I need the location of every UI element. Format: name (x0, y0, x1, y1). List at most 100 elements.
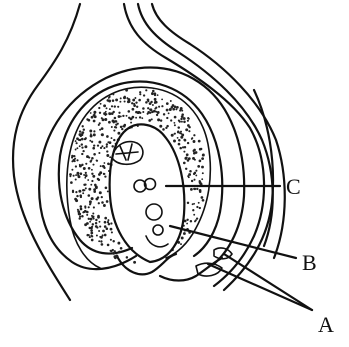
stipple-dot (108, 97, 110, 99)
label-b: B (302, 250, 317, 275)
stipple-dot (104, 225, 107, 228)
stipple-dot (92, 223, 94, 225)
stipple-dot (88, 234, 90, 236)
stipple-dot (88, 194, 91, 197)
stipple-dot (181, 121, 183, 123)
stipple-dot (96, 235, 98, 237)
stipple-dot (81, 143, 83, 145)
stipple-dot (90, 159, 92, 161)
stipple-dot (89, 130, 92, 133)
stipple-dot (82, 150, 84, 152)
stipple-dot (202, 172, 204, 174)
stipple-dot (181, 113, 184, 116)
stipple-dot (93, 218, 95, 220)
leader-line-a-upper (208, 264, 312, 310)
stipple-dot (110, 228, 113, 231)
stipple-dot (95, 222, 97, 224)
stipple-dot (114, 126, 116, 128)
stipple-dot (103, 173, 105, 175)
stipple-dot (157, 118, 160, 121)
stipple-dot (81, 153, 83, 155)
stipple-dot (139, 99, 141, 101)
stipple-dot (75, 191, 77, 193)
stipple-dot (73, 175, 75, 177)
stipple-dot (118, 112, 120, 114)
stipple-dot (151, 92, 153, 94)
stipple-dot (78, 175, 81, 178)
stipple-dot (161, 105, 163, 107)
stipple-dot (93, 130, 95, 132)
stipple-dot (86, 222, 89, 225)
stipple-dot (100, 103, 102, 105)
stipple-dot (184, 139, 187, 142)
stipple-dot (193, 214, 195, 216)
stipple-dot (145, 101, 148, 104)
stipple-dot (195, 151, 198, 154)
stipple-dot (104, 217, 107, 220)
stipple-dot (91, 173, 93, 175)
leader-lines (166, 186, 312, 310)
stipple-dot (133, 261, 136, 264)
stipple-dot (189, 170, 192, 173)
stipple-dot (186, 223, 188, 225)
stipple-dot (104, 162, 106, 164)
stipple-dot (108, 223, 111, 226)
stipple-dot (78, 190, 81, 193)
stipple-dot (147, 107, 149, 109)
stipple-dot (86, 155, 89, 158)
stipple-dot (165, 127, 167, 129)
stipple-dot (87, 179, 89, 181)
stipple-dot (110, 222, 112, 224)
stipple-dot (106, 200, 109, 203)
stipple-dot (108, 112, 110, 114)
stipple-dot (170, 119, 172, 121)
stipple-dot (137, 111, 140, 114)
stipple-dot (79, 164, 81, 166)
stipple-dot (106, 107, 108, 109)
stipple-dot (112, 240, 114, 242)
stipple-dot (201, 178, 203, 180)
stipple-dot (193, 179, 195, 181)
stipple-dot (124, 124, 127, 127)
stipple-dot (89, 140, 91, 142)
stipple-dot (152, 104, 154, 106)
stipple-dot (76, 137, 79, 140)
stipple-dot (126, 97, 128, 99)
stipple-dot (143, 94, 145, 96)
stipple-dot (135, 101, 137, 103)
stipple-dot (112, 249, 114, 251)
stipple-dot (139, 93, 141, 95)
stipple-dot (154, 108, 156, 110)
stipple-dot (190, 220, 192, 222)
stipple-dot (107, 163, 110, 166)
stipple-dot (120, 126, 123, 129)
outer-integument (39, 68, 244, 270)
stipple-dot (93, 153, 96, 156)
stipple-dot (90, 229, 93, 232)
stipple-dot (171, 134, 174, 137)
stipple-dot (108, 121, 111, 124)
stipple-dot (97, 178, 99, 180)
stipple-dot (89, 203, 91, 205)
stipple-dot (98, 152, 100, 154)
stipple-dot (157, 112, 159, 114)
stipple-dot (196, 206, 198, 208)
stipple-dot (91, 215, 93, 217)
stipple-dot (117, 123, 119, 125)
stipple-dot (184, 157, 187, 160)
stipple-dot (201, 196, 204, 199)
stipple-dot (111, 105, 113, 107)
stipple-dot (81, 131, 84, 134)
stipple-dot (99, 122, 101, 124)
stipple-dot (84, 205, 86, 207)
stipple-dot (188, 176, 190, 178)
stipple-dot (183, 162, 186, 165)
stipple-dot (84, 189, 86, 191)
stipple-dot (188, 173, 191, 176)
stipple-dot (160, 119, 162, 121)
stipple-dot (81, 164, 83, 166)
stipple-dot (107, 244, 110, 247)
stipple-dot (112, 99, 115, 102)
stipple-dot (80, 172, 83, 175)
stipple-dot (100, 240, 102, 242)
